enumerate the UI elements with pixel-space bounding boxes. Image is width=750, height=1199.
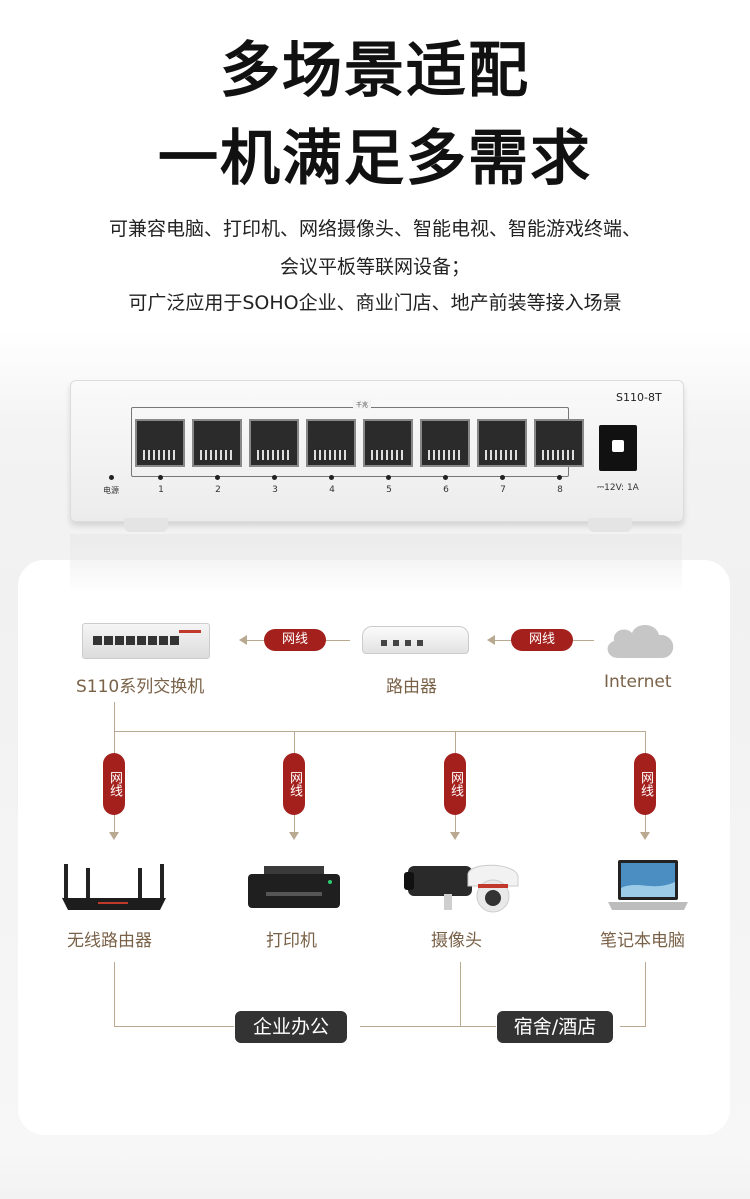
ethernet-port [135,419,185,467]
port-number: 5 [386,485,392,495]
ethernet-port [420,419,470,467]
port-led [500,475,505,480]
heading-line-1: 多场景适配 [220,36,530,106]
ethernet-port [477,419,527,467]
arrow-left-icon [487,635,495,645]
link-line [114,962,115,1027]
camera-icon [404,864,519,913]
port-led [386,475,391,480]
switch-icon [82,623,210,659]
description-line-1: 可兼容电脑、打印机、网络摄像头、智能电视、智能游戏终端、 [108,218,641,240]
cloud-icon [607,624,674,658]
power-rating: ⎓12V: 1A [597,483,639,493]
switch-product-image: S110-8T 千兆 电源 1 2 3 4 5 6 7 8 ⎓12V: 1A [70,380,684,522]
wifi-router-icon [62,864,166,910]
port-led [215,475,220,480]
scenario-tag-hotel: 宿舍/酒店 [497,1011,613,1043]
gigabit-label: 千兆 [353,400,372,409]
port-number: 8 [557,485,563,495]
cable-badge: 网线 [103,753,125,815]
power-label: 电源 [103,486,119,495]
device-label: 摄像头 [431,931,482,951]
laptop-icon [608,860,688,910]
device-label: 无线路由器 [67,931,152,951]
arrow-left-icon [239,635,247,645]
port-led [272,475,277,480]
port-led [158,475,163,480]
ethernet-port [249,419,299,467]
link-line [114,702,115,732]
router-label: 路由器 [386,677,437,697]
link-line [620,1026,646,1027]
cable-badge: 网线 [444,753,466,815]
port-number: 6 [443,485,449,495]
ethernet-port [534,419,584,467]
link-line [360,1026,496,1027]
internet-label: Internet [604,672,672,692]
printer-icon [248,866,340,908]
link-line [645,962,646,1027]
device-label: 打印机 [266,931,317,951]
switch-label: S110系列交换机 [76,677,205,697]
cable-badge: 网线 [511,629,573,651]
ethernet-port [192,419,242,467]
router-icon [362,626,469,654]
switch-foot [124,518,168,532]
switch-foot [588,518,632,532]
arrow-down-icon [450,832,460,840]
link-line [460,962,461,1027]
link-line [114,1026,234,1027]
arrow-down-icon [289,832,299,840]
port-number: 3 [272,485,278,495]
scenario-tag-office: 企业办公 [235,1011,347,1043]
ethernet-port [306,419,356,467]
link-line [114,731,646,732]
port-led [557,475,562,480]
cable-badge: 网线 [283,753,305,815]
dc-power-jack [599,425,637,471]
power-led [109,475,114,480]
arrow-down-icon [109,832,119,840]
ethernet-port [363,419,413,467]
device-label: 笔记本电脑 [600,931,685,951]
switch-model: S110-8T [616,391,662,404]
port-led [329,475,334,480]
arrow-down-icon [640,832,650,840]
cable-badge: 网线 [264,629,326,651]
port-number: 1 [158,485,164,495]
switch-reflection [70,534,682,594]
port-number: 4 [329,485,335,495]
description-line-3: 可广泛应用于SOHO企业、商业门店、地产前装等接入场景 [128,292,622,314]
port-number: 2 [215,485,221,495]
port-number: 7 [500,485,506,495]
port-led [443,475,448,480]
cable-badge: 网线 [634,753,656,815]
description-line-2: 会议平板等联网设备； [279,256,470,278]
heading-line-2: 一机满足多需求 [158,124,592,194]
